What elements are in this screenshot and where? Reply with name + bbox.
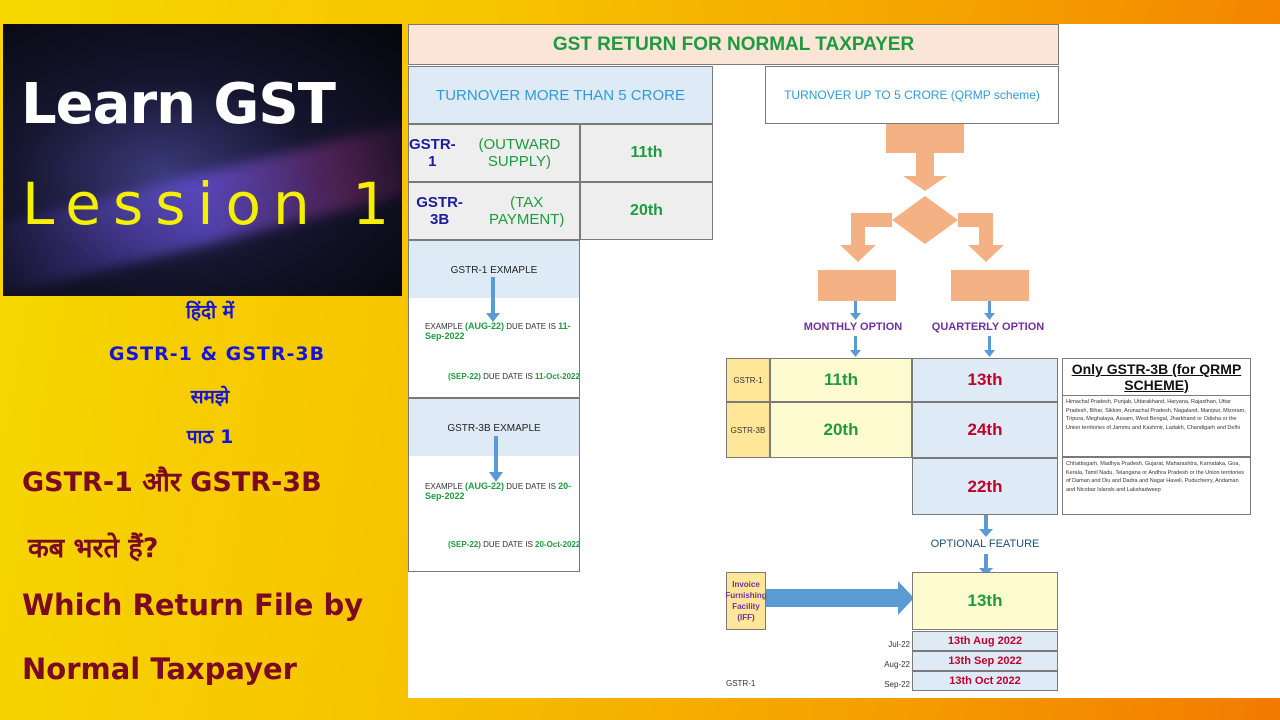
iff-label: Invoice Furnishing Facility (IFF)	[725, 572, 767, 630]
question-line-2: कब भरते हैं?	[28, 533, 159, 564]
iff-month-3: Sep-22	[884, 680, 910, 689]
iff-month-2: Aug-22	[884, 660, 910, 669]
decision-diamond-icon	[840, 196, 1004, 262]
hindi-line-4: पाठ 1	[186, 426, 234, 448]
question-line-1: GSTR-1 और GSTR-3B	[22, 467, 322, 498]
iff-date-3: 13th Oct 2022	[912, 671, 1058, 691]
turnover-up-to-5-crore: TURNOVER UP TO 5 CRORE (QRMP scheme)	[765, 66, 1059, 124]
hero-title: Learn GST	[21, 72, 336, 137]
sheet-header: GST RETURN FOR NORMAL TAXPAYER	[408, 24, 1059, 65]
gstr1-example-row-2: (SEP-22) DUE DATE IS 11-Oct-2022	[448, 372, 580, 381]
only-gstr3b-title: Only GSTR-3B (for QRMP SCHEME)	[1062, 358, 1251, 396]
quarterly-option-label: QUARTERLY OPTION	[931, 321, 1045, 333]
iff-due-date: 13th	[912, 572, 1058, 630]
quarterly-gstr1-date: 13th	[912, 358, 1058, 402]
down-arrow-icon	[489, 436, 503, 482]
right-arrow-icon	[766, 581, 914, 615]
hindi-line-2: GSTR-1 & GSTR-3B	[108, 343, 326, 365]
iff-date-1: 13th Aug 2022	[912, 631, 1058, 651]
gstr1-desc: (OUTWARD SUPPLY)	[478, 136, 561, 170]
hero-banner	[3, 24, 402, 296]
small-down-arrow-icon	[850, 301, 995, 576]
flow-down-arrow-icon	[903, 153, 947, 191]
gst-chart-sheet: GST RETURN FOR NORMAL TAXPAYER TURNOVER …	[408, 24, 1280, 698]
hindi-line-1: हिंदी में	[186, 301, 234, 323]
gstr3b-due-date: 20th	[580, 182, 713, 240]
monthly-gstr3b-date: 20th	[770, 402, 912, 458]
gstr3b-example-row-1: EXAMPLE (AUG-22) DUE DATE IS 20-Sep-2022	[425, 481, 572, 501]
gstr3b-example-row-2: (SEP-22) DUE DATE IS 20-Oct-2022	[448, 540, 581, 549]
monthly-gstr1-date: 11th	[770, 358, 912, 402]
down-arrow-icon	[486, 277, 500, 322]
quarterly-gstr3b-date-group1: 24th	[912, 402, 1058, 458]
gstr1-example-row-1: EXAMPLE (AUG-22) DUE DATE IS 11-Sep-2022	[425, 321, 571, 341]
gstr3b-desc: (TAX PAYMENT)	[489, 194, 565, 228]
iff-date-2: 13th Sep 2022	[912, 651, 1058, 671]
quarterly-box	[951, 270, 1029, 301]
turnover-above-5-crore: TURNOVER MORE THAN 5 CRORE	[408, 66, 713, 124]
row-label-gstr1: GSTR-1	[726, 358, 770, 402]
only-gstr3b-states-group1: Himachal Pradesh, Punjab, Uttarakhand, H…	[1062, 396, 1251, 457]
monthly-option-label: MONTHLY OPTION	[803, 321, 903, 333]
english-line-1: Which Return File by	[22, 588, 364, 622]
gstr1-label-cell: GSTR-1 (OUTWARD SUPPLY)	[408, 124, 580, 182]
english-line-2: Normal Taxpayer	[22, 652, 297, 686]
gstr3b-label-cell: GSTR-3B (TAX PAYMENT)	[408, 182, 580, 240]
optional-feature-label: OPTIONAL FEATURE	[930, 538, 1040, 550]
hero-subtitle: Lession 1	[22, 170, 402, 238]
arrow-layer	[486, 124, 1029, 615]
gstr1-due-date: 11th	[580, 124, 713, 182]
gstr1-code: GSTR-1	[409, 136, 456, 170]
row-label-gstr3b: GSTR-3B	[726, 402, 770, 458]
flow-top-box	[886, 124, 964, 153]
only-gstr3b-states-group2: Chhattisgarh, Madhya Pradesh, Gujarat, M…	[1062, 457, 1251, 515]
quarterly-gstr3b-date-group2: 22th	[912, 458, 1058, 515]
monthly-box	[818, 270, 896, 301]
hindi-line-3: समझे	[190, 386, 230, 408]
iff-month-1: Jul-22	[888, 640, 910, 649]
gstr3b-code: GSTR-3B	[416, 194, 463, 228]
iff-row-label: GSTR-1	[726, 679, 756, 688]
